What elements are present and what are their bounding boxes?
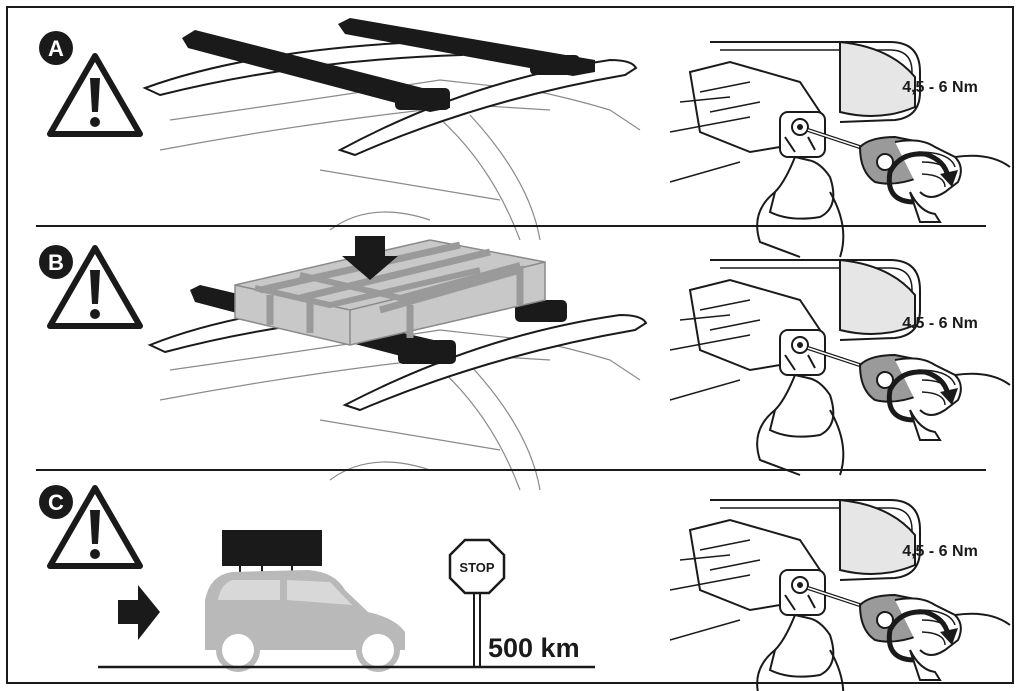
stop-sign: STOP: [448, 538, 506, 667]
torque-value-b: 4,5 - 6 Nm: [902, 315, 978, 332]
bar-foot: [530, 55, 580, 75]
step-letter-c: C: [48, 490, 64, 515]
bar-foot: [395, 88, 450, 110]
bar-foot: [515, 300, 567, 322]
torque-detail-illustration: [670, 500, 1010, 691]
roof-rail-right: [342, 313, 648, 412]
torque-value-c: 4,5 - 6 Nm: [902, 543, 978, 560]
torque-value-a: 4,5 - 6 Nm: [902, 79, 978, 96]
instruction-frame: [6, 6, 1014, 684]
torque-detail-illustration: [670, 42, 1010, 257]
warning-icon: [50, 56, 140, 134]
distance-label: 500 km: [488, 633, 580, 663]
torque-detail-illustration: [670, 260, 1010, 475]
arrow-down-icon: [342, 236, 398, 280]
stop-sign-label: STOP: [459, 560, 494, 575]
roof-box: [222, 530, 322, 566]
panel-c: C STOP 500 km 4,5 - 6 Nm: [39, 485, 1010, 691]
roof-rail-right: [337, 58, 638, 157]
panel-b: B 4,5 - 6 Nm: [39, 236, 1010, 491]
car-with-roof-box: [205, 530, 405, 672]
cross-bar-front: [182, 30, 450, 112]
step-letter-a: A: [48, 36, 64, 61]
bar-foot: [398, 340, 456, 364]
panel-a: A 4,5 - 6 Nm: [39, 18, 1010, 257]
arrow-right-icon: [118, 585, 160, 640]
step-letter-b: B: [48, 250, 64, 275]
